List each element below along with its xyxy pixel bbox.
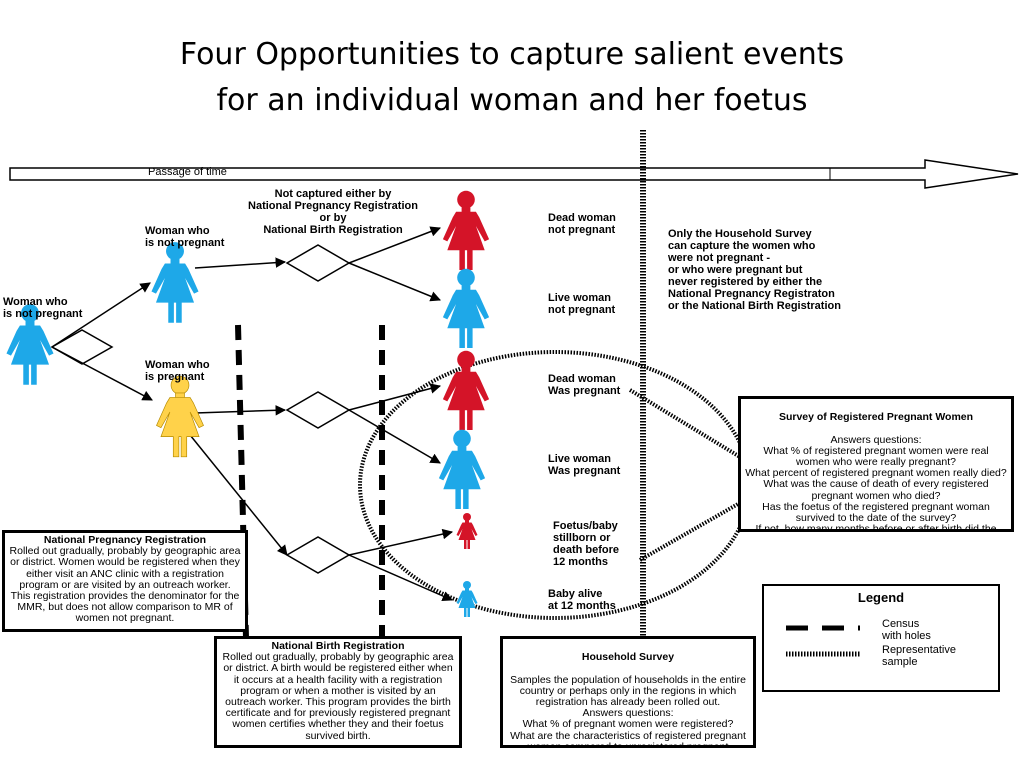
legend-census-label: Census with holes: [882, 618, 931, 642]
label-outcome-live-not-pregnant: Live woman not pregnant: [548, 292, 616, 316]
household-survey-box: Household Survey Samples the population …: [500, 636, 756, 748]
decision-diamond-top: [285, 244, 351, 282]
label-start-woman: Woman who is not pregnant: [3, 296, 83, 320]
household-title: Household Survey: [581, 651, 675, 664]
sample-ellipse-tail-bottom: [639, 498, 746, 562]
woman-figure-live-not-pregnant: [442, 268, 490, 348]
decision-diamond-middle: [285, 391, 351, 429]
label-not-captured: Not captured either by National Pregnanc…: [248, 188, 418, 236]
label-outcome-live-pregnant: Live woman Was pregnant: [548, 453, 621, 477]
decision-diamond-bottom: [285, 536, 351, 574]
woman-figure-pregnant: [155, 375, 205, 458]
survey-body: Answers questions: What % of registered …: [745, 433, 1007, 532]
timeline-label: Passage of time: [148, 166, 227, 178]
legend-box: Legend Census with holes Representative …: [762, 584, 1000, 692]
national-birth-registration-box: National Birth Registration Rolled out g…: [214, 636, 462, 748]
woman-figure-dead-not-pregnant: [442, 190, 490, 270]
legend-swatches: [786, 625, 860, 657]
slide-title: Four Opportunities to capture salient ev…: [0, 32, 1024, 124]
baby-figure-dead: [456, 513, 478, 549]
timeline-arrow: [9, 159, 1019, 189]
label-household-only: Only the Household Survey can capture th…: [668, 228, 841, 312]
label-top-woman: Woman who is not pregnant: [145, 225, 225, 249]
label-outcome-baby: Baby alive at 12 months: [548, 588, 616, 612]
baby-figure-alive: [456, 581, 478, 617]
woman-figure-live-pregnant: [438, 429, 486, 509]
connectors: [51, 226, 454, 602]
legend-sample-label: Representative sample: [882, 644, 956, 668]
title-line-2: for an individual woman and her foetus: [216, 83, 808, 118]
label-outcome-dead-pregnant: Dead woman Was pregnant: [548, 373, 621, 397]
title-line-1: Four Opportunities to capture salient ev…: [179, 37, 845, 72]
household-body: Samples the population of households in …: [510, 673, 746, 748]
sample-ellipse-tail-top: [628, 388, 747, 462]
woman-figure-not-pregnant: [151, 242, 199, 323]
national-pregnancy-registration-box: National Pregnancy Registration Rolled o…: [2, 530, 248, 632]
label-outcome-dead-not-pregnant: Dead woman not pregnant: [548, 212, 616, 236]
npr-body: Rolled out gradually, probably by geogra…: [9, 545, 241, 625]
label-mid-woman: Woman who is pregnant: [145, 359, 210, 383]
survey-registered-pregnant-women-box: Survey of Registered Pregnant Women Answ…: [738, 396, 1014, 532]
nbr-body: Rolled out gradually, probably by geogra…: [222, 651, 454, 742]
label-outcome-foetus: Foetus/baby stillborn or death before 12…: [553, 520, 620, 568]
nbr-title: National Birth Registration: [271, 640, 405, 652]
npr-title: National Pregnancy Registration: [43, 534, 207, 546]
survey-title: Survey of Registered Pregnant Women: [778, 411, 974, 424]
decision-diamond-start: [50, 329, 114, 365]
legend-title: Legend: [857, 590, 905, 605]
